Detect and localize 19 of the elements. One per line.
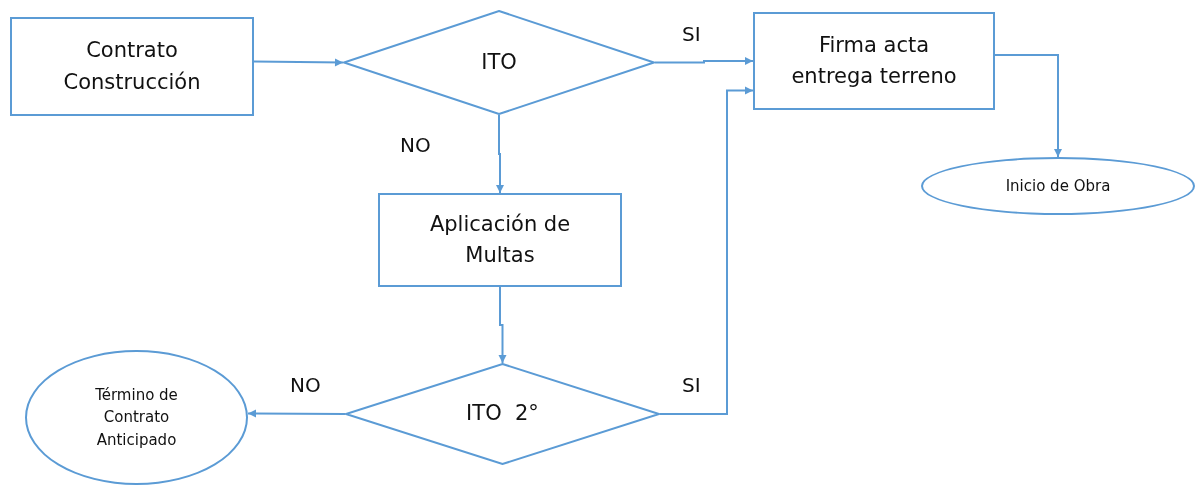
arrow xyxy=(654,57,754,65)
process-box xyxy=(378,193,622,287)
node-label: Firma acta entrega terreno xyxy=(790,31,958,90)
node-label: Contrato Construcción xyxy=(62,37,202,96)
arrow xyxy=(659,86,754,415)
node-label: Inicio de Obra xyxy=(1004,175,1112,197)
arrow xyxy=(994,54,1062,158)
arrow xyxy=(496,114,504,194)
node-label: ITO xyxy=(480,48,518,76)
process-box xyxy=(10,17,254,116)
process-box xyxy=(753,12,995,110)
node-label: Término de Contrato Anticipado xyxy=(94,384,179,451)
arrow xyxy=(247,409,346,418)
node-label: Aplicación de Multas xyxy=(428,210,572,269)
arrow xyxy=(253,58,344,67)
arrow xyxy=(498,286,507,364)
node-label: ITO 2° xyxy=(465,400,540,428)
decision-diamond xyxy=(343,10,655,115)
decision-diamond xyxy=(345,363,660,465)
